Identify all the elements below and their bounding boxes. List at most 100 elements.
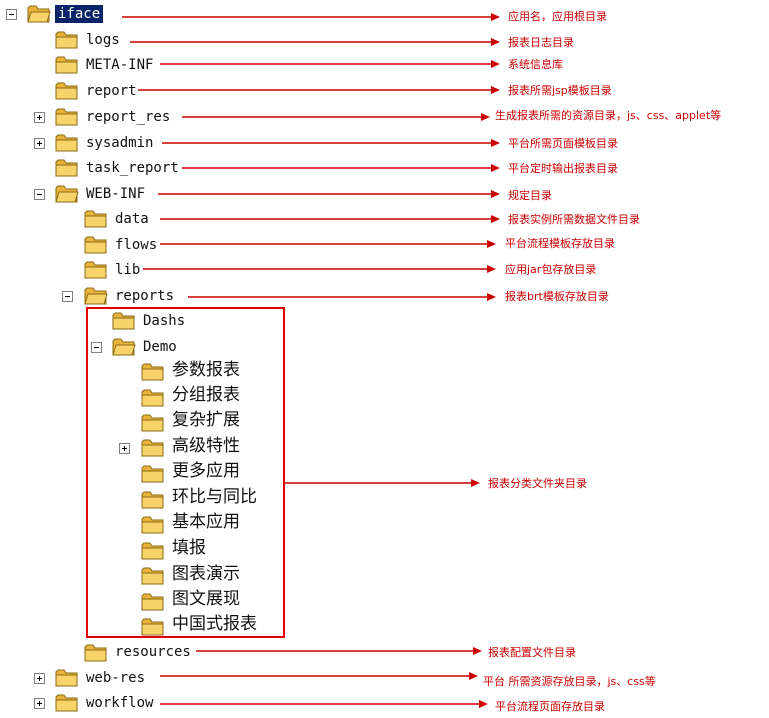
- arrowhead-icon: [491, 13, 500, 21]
- tree-item-demo-2[interactable]: 分组报表: [172, 385, 240, 405]
- tree-item-resources[interactable]: resources: [115, 644, 191, 660]
- arrowhead-icon: [479, 700, 488, 708]
- folder-icon: [112, 311, 136, 331]
- annotation-flows: 平台流程模板存放目录: [505, 237, 615, 250]
- tree-item-demo-7[interactable]: 基本应用: [172, 512, 240, 532]
- folder-icon: [55, 81, 79, 101]
- arrowhead-icon: [491, 164, 500, 172]
- folder-icon: [141, 541, 165, 561]
- annotation-box: 报表分类文件夹目录: [488, 477, 587, 490]
- folder-icon: [84, 643, 108, 663]
- annotation-data: 报表实例所需数据文件目录: [508, 213, 640, 226]
- annotation-reports: 报表brt模板存放目录: [505, 290, 609, 303]
- tree-item-data[interactable]: data: [115, 211, 149, 227]
- collapse-toggle-icon[interactable]: [34, 189, 45, 200]
- arrowhead-icon: [481, 113, 490, 121]
- annotation-sysadmin: 平台所需页面模板目录: [508, 137, 618, 150]
- tree-item-dashs[interactable]: Dashs: [143, 313, 186, 329]
- tree-item-meta-inf[interactable]: META-INF: [86, 57, 154, 73]
- annotation-report-res: 生成报表所需的资源目录，js、css、applet等: [495, 109, 722, 122]
- folder-icon: [141, 438, 165, 458]
- folder-icon: [55, 55, 79, 75]
- tree-item-flows[interactable]: flows: [115, 237, 158, 253]
- tree-item-demo-11[interactable]: 中国式报表: [172, 614, 257, 634]
- annotation-web-inf: 规定目录: [508, 189, 552, 202]
- expand-toggle-icon[interactable]: [119, 443, 130, 454]
- arrowhead-icon: [491, 215, 500, 223]
- tree-item-sysadmin[interactable]: sysadmin: [86, 135, 154, 151]
- arrowhead-icon: [473, 647, 482, 655]
- annotation-lib: 应用jar包存放目录: [505, 263, 597, 276]
- annotation-web-res: 平台 所需资源存放目录，js、css等: [483, 675, 656, 688]
- tree-item-demo-8[interactable]: 填报: [172, 538, 206, 558]
- folder-icon: [141, 617, 165, 637]
- folder-icon: [141, 362, 165, 382]
- folder-icon: [141, 515, 165, 535]
- tree-item-workflow[interactable]: workflow: [86, 695, 154, 711]
- folder-icon: [55, 668, 79, 688]
- folder-icon: [55, 107, 79, 127]
- folder-icon: [84, 260, 108, 280]
- expand-toggle-icon[interactable]: [34, 673, 45, 684]
- folder-icon: [55, 693, 79, 713]
- folder-icon: [84, 209, 108, 229]
- tree-item-lib[interactable]: lib: [115, 262, 141, 278]
- arrowhead-icon: [491, 190, 500, 198]
- tree-item-web-res[interactable]: web-res: [86, 670, 146, 686]
- folder-open-icon: [112, 337, 136, 357]
- arrowhead-icon: [487, 240, 496, 248]
- arrowhead-icon: [491, 139, 500, 147]
- annotation-report: 报表所需jsp模板目录: [508, 84, 612, 97]
- annotation-iface: 应用名，应用根目录: [508, 10, 607, 23]
- tree-item-iface[interactable]: iface: [55, 5, 104, 23]
- folder-icon: [55, 158, 79, 178]
- tree-item-demo-9[interactable]: 图表演示: [172, 564, 240, 584]
- arrowhead-icon: [469, 672, 478, 680]
- annotation-workflow: 平台流程页面存放目录: [495, 700, 605, 713]
- folder-open-icon: [84, 286, 108, 306]
- folder-icon: [141, 413, 165, 433]
- collapse-toggle-icon[interactable]: [91, 342, 102, 353]
- tree-item-demo-5[interactable]: 更多应用: [172, 461, 240, 481]
- arrowhead-icon: [487, 265, 496, 273]
- folder-icon: [141, 490, 165, 510]
- folder-open-icon: [27, 4, 51, 24]
- tree-item-demo-4[interactable]: 高级特性: [172, 436, 240, 456]
- tree-item-task-report[interactable]: task_report: [86, 160, 179, 176]
- tree-item-report[interactable]: report: [86, 83, 137, 99]
- tree-item-demo-6[interactable]: 环比与同比: [172, 487, 257, 507]
- tree-item-report-res[interactable]: report_res: [86, 109, 171, 125]
- tree-item-logs[interactable]: logs: [86, 32, 120, 48]
- expand-toggle-icon[interactable]: [34, 112, 45, 123]
- folder-icon: [141, 464, 165, 484]
- tree-item-web-inf[interactable]: WEB-INF: [86, 186, 146, 202]
- expand-toggle-icon[interactable]: [34, 138, 45, 149]
- tree-item-demo[interactable]: Demo: [143, 339, 177, 355]
- folder-icon: [55, 133, 79, 153]
- folder-icon: [55, 30, 79, 50]
- tree-item-reports[interactable]: reports: [115, 288, 175, 304]
- folder-open-icon: [55, 184, 79, 204]
- folder-icon: [141, 388, 165, 408]
- folder-icon: [141, 592, 165, 612]
- arrowhead-icon: [487, 293, 496, 301]
- arrowhead-icon: [471, 479, 480, 487]
- tree-item-demo-10[interactable]: 图文展现: [172, 589, 240, 609]
- annotation-logs: 报表日志目录: [508, 36, 574, 49]
- arrowhead-icon: [491, 38, 500, 46]
- annotation-meta-inf: 系统信息库: [508, 58, 563, 71]
- expand-toggle-icon[interactable]: [34, 698, 45, 709]
- annotation-task-report: 平台定时输出报表目录: [508, 162, 618, 175]
- arrowhead-icon: [491, 86, 500, 94]
- tree-item-demo-3[interactable]: 复杂扩展: [172, 410, 240, 430]
- collapse-toggle-icon[interactable]: [62, 291, 73, 302]
- folder-icon: [141, 566, 165, 586]
- annotation-resources: 报表配置文件目录: [488, 646, 576, 659]
- collapse-toggle-icon[interactable]: [6, 9, 17, 20]
- arrowhead-icon: [491, 60, 500, 68]
- folder-icon: [84, 235, 108, 255]
- demo-category-highlight-box: [86, 307, 285, 638]
- tree-item-demo-1[interactable]: 参数报表: [172, 360, 240, 380]
